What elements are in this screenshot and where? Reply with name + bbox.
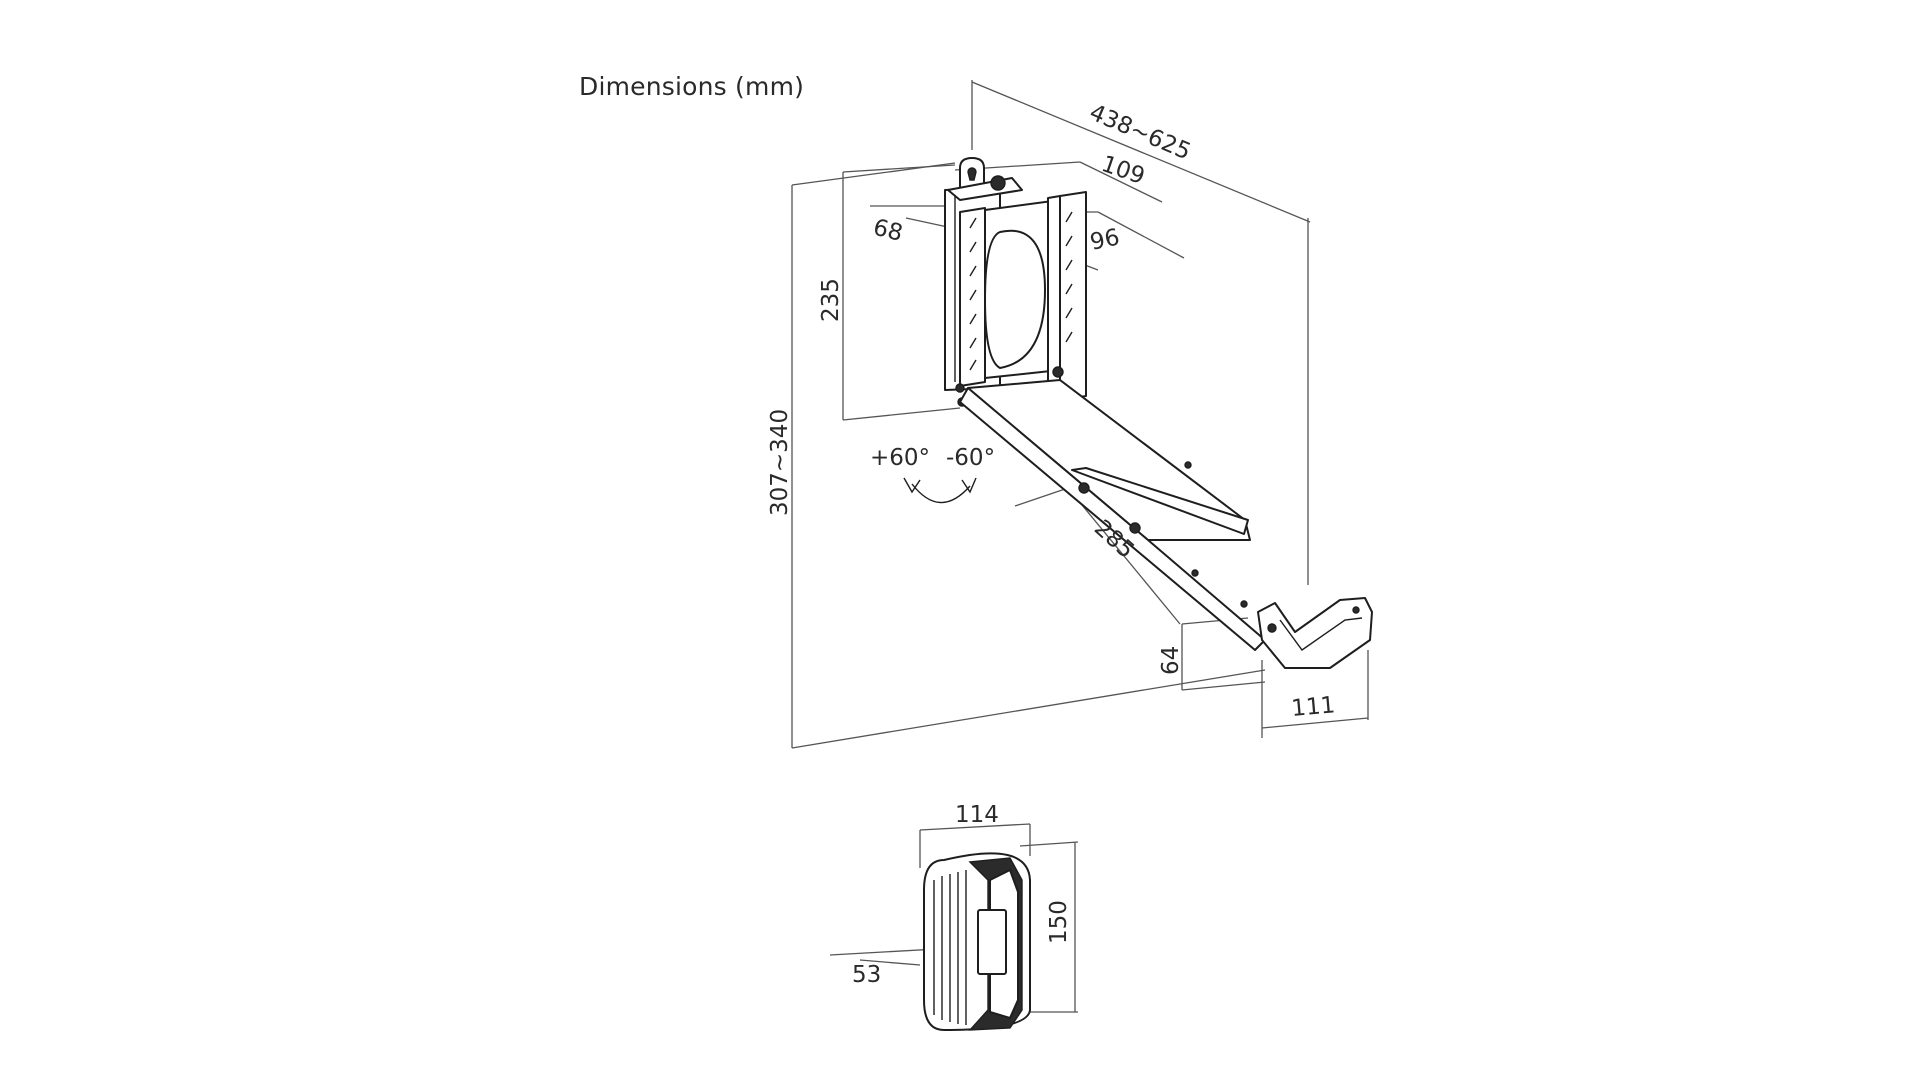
label-overall-height: 307~340 — [767, 409, 793, 516]
label-slot-depth: 68 — [871, 215, 906, 247]
dimension-lines — [791, 80, 1369, 1013]
label-plate-height: 235 — [818, 278, 844, 322]
label-speaker-offset: 53 — [852, 962, 881, 988]
plate-slots-right — [1065, 211, 1073, 343]
label-slot-width: 96 — [1088, 224, 1122, 256]
label-tilt-down: -60° — [946, 445, 995, 471]
label-plate-width: 109 — [1098, 151, 1148, 190]
label-bracket-height: 64 — [1158, 646, 1184, 675]
label-speaker-height: 150 — [1046, 900, 1072, 944]
label-tilt-up: +60° — [870, 445, 930, 471]
diagram-title: Dimensions (mm) — [579, 72, 805, 101]
rotation-arrow-icon — [903, 477, 977, 504]
label-speaker-width: 114 — [955, 802, 999, 828]
speaker-grille — [933, 870, 967, 1025]
wall-plate — [944, 157, 1087, 407]
plate-slots-left — [969, 217, 977, 371]
speaker-front-view — [923, 852, 1031, 1031]
extension-arm — [959, 379, 1373, 669]
label-bracket-depth: 111 — [1290, 692, 1336, 722]
label-overall-depth: 438~625 — [1086, 100, 1195, 166]
